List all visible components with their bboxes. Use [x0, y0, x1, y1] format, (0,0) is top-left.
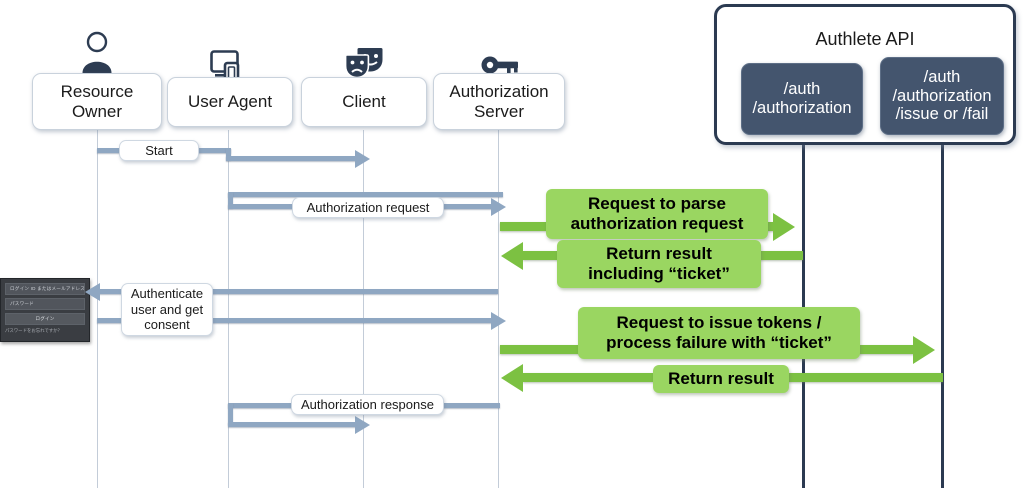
start-arrow-segment-horizontal-bottom [226, 156, 359, 161]
key-icon [480, 54, 520, 83]
issue-tokens-label[interactable]: Request to issue tokens / process failur… [578, 307, 860, 359]
return-ticket-label[interactable]: Return result including “ticket” [557, 240, 761, 288]
authenticate-consent-segment-right [97, 318, 495, 323]
login-screen-screenshot: ログイン ID またはメールアドレス パスワード ログイン パスワードをお忘れで… [0, 278, 90, 342]
actor-user-agent-label: User Agent [187, 92, 273, 112]
authenticate-consent-arrow-head-right [491, 311, 506, 330]
actor-authorization-server[interactable]: Authorization Server [433, 73, 565, 130]
authorization-request-arrow-head [491, 197, 506, 216]
start-arrow-segment-vertical [226, 148, 231, 160]
api-box-auth-authorization-label: /auth /authorization [752, 80, 852, 117]
authenticate-consent-segment-left [97, 289, 498, 294]
actor-resource-owner[interactable]: Resource Owner [32, 73, 162, 130]
parse-request-label[interactable]: Request to parse authorization request [546, 189, 768, 239]
authorization-request-label[interactable]: Authorization request [292, 197, 444, 218]
authorization-response-segment-bottom [228, 422, 359, 427]
issue-tokens-label-text: Request to issue tokens / process failur… [606, 312, 832, 352]
actor-user-agent[interactable]: User Agent [167, 77, 293, 127]
authlete-api-panel: Authlete API /auth /authorization /auth … [714, 4, 1016, 145]
authorization-response-segment-vertical [228, 403, 233, 425]
api-box-auth-authorization-issue-fail-label: /auth /authorization /issue or /fail [892, 67, 992, 124]
authorization-request-segment-vertical [228, 192, 233, 208]
login-forgot-password-link: パスワードをお忘れですか？ [5, 328, 62, 333]
start-arrow-head [355, 149, 370, 168]
actor-resource-owner-label: Resource Owner [60, 82, 134, 121]
return-ticket-label-text: Return result including “ticket” [588, 243, 730, 283]
return-result-label-text: Return result [668, 368, 774, 388]
start-label-text: Start [145, 142, 173, 158]
authorization-request-segment-top [228, 192, 503, 197]
login-submit-button: ログイン [5, 313, 85, 325]
authorization-request-label-text: Authorization request [306, 199, 430, 215]
parse-request-arrow-head [773, 212, 795, 241]
authenticate-consent-arrow-head-left [85, 282, 100, 301]
person-icon [80, 30, 114, 79]
parse-request-label-text: Request to parse authorization request [570, 193, 744, 233]
lifeline-client [363, 130, 364, 488]
api-box-auth-authorization[interactable]: /auth /authorization [741, 63, 863, 135]
authenticate-consent-label[interactable]: Authenticate user and get consent [121, 283, 213, 336]
login-username-field: ログイン ID またはメールアドレス [5, 283, 85, 295]
lifeline-resource-owner [97, 130, 98, 488]
return-result-label[interactable]: Return result [653, 365, 789, 393]
authorization-response-label[interactable]: Authorization response [291, 394, 444, 415]
lifeline-auth-authorization-issue-fail [941, 131, 944, 488]
authorization-response-label-text: Authorization response [301, 396, 434, 412]
issue-tokens-arrow-head [913, 335, 935, 364]
theater-masks-icon [344, 46, 383, 85]
api-box-auth-authorization-issue-fail[interactable]: /auth /authorization /issue or /fail [880, 57, 1004, 135]
actor-client[interactable]: Client [301, 77, 427, 127]
authorization-response-arrow-head [355, 415, 370, 434]
lifeline-user-agent [228, 130, 229, 488]
actor-client-label: Client [342, 92, 386, 112]
actor-authorization-server-label: Authorization Server [449, 82, 549, 121]
login-password-field: パスワード [5, 298, 85, 310]
authenticate-consent-label-text: Authenticate user and get consent [130, 286, 204, 333]
start-label[interactable]: Start [119, 140, 199, 161]
return-result-arrow-head [501, 363, 523, 392]
authlete-api-title: Authlete API [815, 29, 915, 49]
lifeline-authorization-server [498, 130, 499, 488]
return-ticket-arrow-head [501, 241, 523, 270]
